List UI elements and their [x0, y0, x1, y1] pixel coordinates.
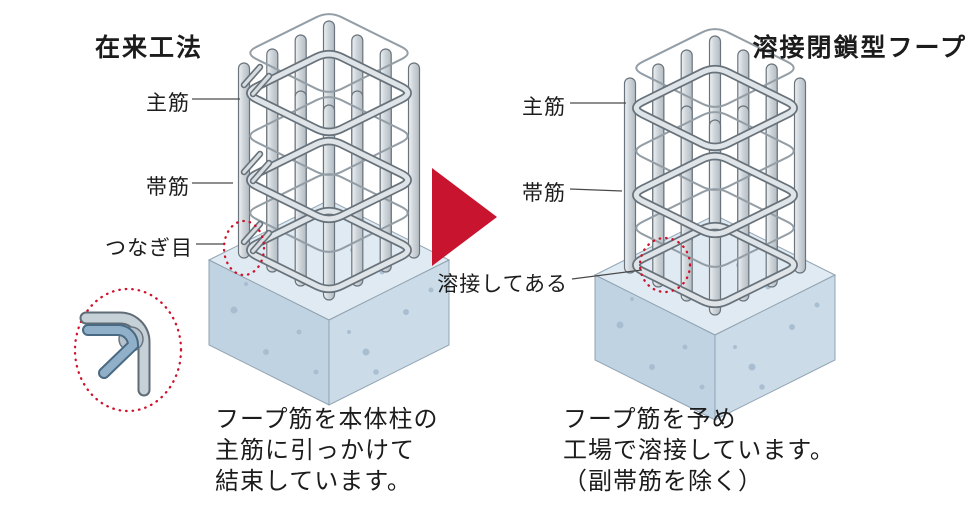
weld-circle-annotation [638, 236, 692, 294]
right-caption-line-3: （副帯筋を除く） [563, 467, 763, 495]
hook-detail-drawing [79, 311, 151, 397]
right-method-title: 溶接閉鎖型フープ [752, 33, 967, 62]
leader-lines [192, 98, 643, 280]
transition-arrow-icon [432, 168, 497, 266]
hook-ends [240, 63, 273, 255]
right-caption-line-2: 工場で溶接しています。 [563, 436, 835, 464]
left-caption-line-1: フープ筋を本体柱の [215, 405, 439, 433]
left-column-illustration [209, 14, 449, 405]
left-label-hoop-rebar: 帯筋 [146, 175, 190, 199]
right-label-hoop-rebar: 帯筋 [522, 181, 566, 205]
right-label-weld: 溶接してある [437, 272, 568, 296]
right-caption: フープ筋を予め 工場で溶接しています。 （副帯筋を除く） [563, 404, 835, 497]
left-label-joint: つなぎ目 [105, 236, 193, 260]
right-column-illustration [595, 29, 835, 420]
right-caption-line-1: フープ筋を予め [563, 405, 737, 433]
joint-circle-annotation [222, 219, 266, 277]
hook-detail-magnifier [73, 287, 183, 413]
left-caption-line-3: 結束しています。 [215, 467, 412, 495]
left-caption-line-2: 主筋に引っかけて [215, 436, 415, 464]
left-label-main-rebar: 主筋 [146, 91, 190, 115]
left-method-title: 在来工法 [95, 33, 204, 62]
right-label-main-rebar: 主筋 [522, 95, 566, 119]
left-caption: フープ筋を本体柱の 主筋に引っかけて 結束しています。 [215, 404, 439, 497]
